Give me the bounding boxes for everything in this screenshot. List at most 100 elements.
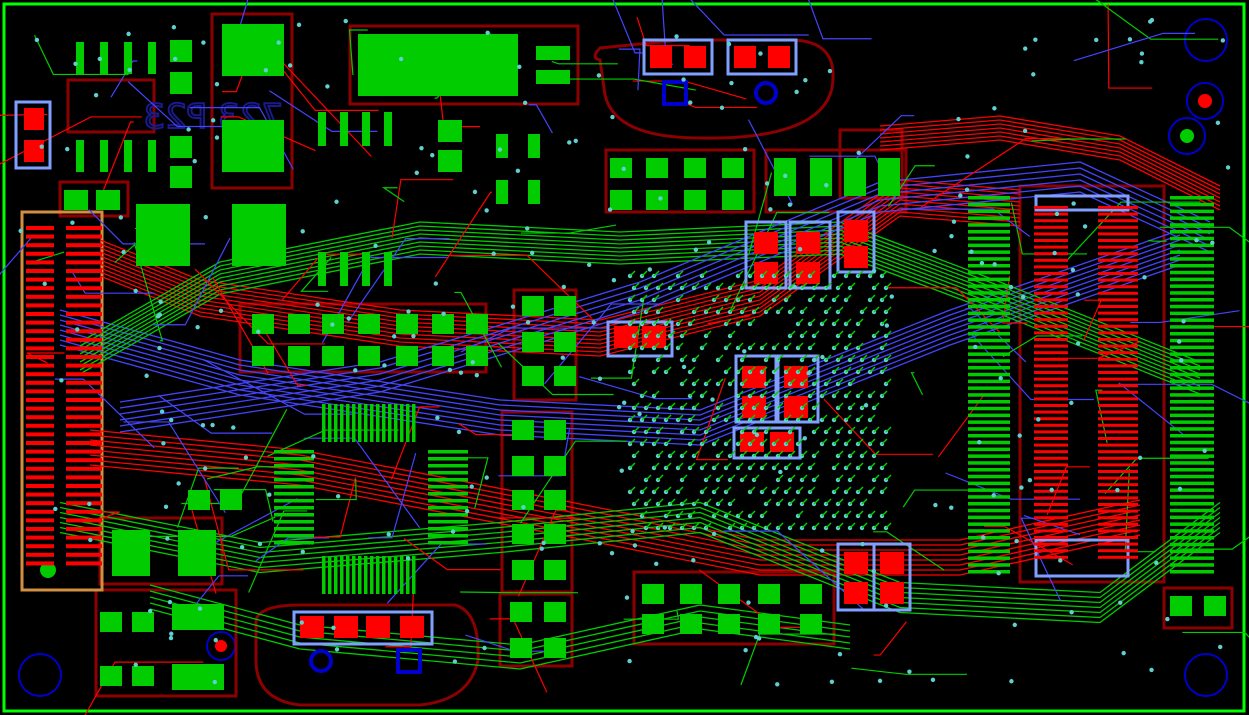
pad — [328, 556, 332, 594]
pad — [100, 140, 108, 172]
pad — [274, 506, 314, 510]
via-stub — [857, 414, 864, 421]
trace — [879, 139, 1221, 211]
via — [596, 73, 602, 78]
pad — [968, 515, 1010, 520]
trace — [497, 342, 614, 396]
pad — [328, 404, 332, 442]
via — [560, 355, 565, 360]
trace — [902, 489, 971, 508]
pad — [1034, 291, 1068, 295]
pad — [968, 366, 1010, 370]
via — [133, 288, 138, 293]
via-stub — [857, 390, 864, 397]
pad — [26, 320, 54, 325]
via-stub — [705, 522, 712, 529]
via-stub — [669, 330, 676, 337]
via — [414, 170, 419, 175]
via-stub — [717, 378, 724, 385]
via — [827, 68, 833, 74]
via-stub — [761, 438, 768, 445]
pad — [66, 243, 102, 248]
pad — [340, 252, 348, 286]
pad — [1098, 483, 1138, 487]
pad — [26, 312, 54, 316]
via-stub — [809, 318, 816, 325]
trace — [26, 352, 65, 364]
via-stub — [873, 474, 880, 481]
pad — [1170, 447, 1214, 452]
pad — [1034, 443, 1068, 447]
trace — [888, 287, 1001, 334]
via-stub — [657, 306, 664, 313]
via — [411, 333, 416, 339]
via — [621, 166, 626, 172]
via-stub — [849, 378, 856, 385]
via-stub — [741, 450, 748, 457]
pad — [1170, 379, 1214, 384]
pad — [382, 556, 386, 594]
pad — [1170, 318, 1214, 322]
trace — [346, 238, 450, 323]
pad — [396, 314, 418, 334]
pad — [968, 196, 1010, 200]
via-stub — [717, 282, 724, 289]
via-stub — [833, 414, 840, 421]
via-stub — [657, 426, 664, 433]
via-stub — [885, 522, 892, 529]
via — [611, 278, 617, 283]
pad — [26, 329, 54, 334]
via-stub — [725, 486, 732, 493]
pad — [1098, 219, 1138, 223]
via-stub — [773, 294, 780, 301]
trace — [185, 575, 248, 618]
via-stub — [665, 318, 672, 325]
via — [746, 600, 751, 605]
pad — [968, 372, 1010, 377]
via-stub — [653, 294, 660, 301]
via — [203, 215, 208, 220]
pad — [1098, 430, 1138, 434]
via-stub — [873, 354, 880, 361]
via-stub — [833, 438, 840, 445]
pad — [1098, 258, 1138, 262]
pad — [26, 484, 54, 488]
pad — [1170, 427, 1214, 431]
pad — [642, 584, 664, 604]
pad — [428, 492, 468, 496]
via — [212, 679, 218, 685]
via-stub — [845, 342, 852, 349]
via-stub — [861, 522, 868, 529]
via-stub — [741, 426, 748, 433]
via-stub — [693, 426, 700, 433]
pad — [968, 209, 1010, 214]
pad — [1034, 456, 1068, 460]
via-stub — [641, 294, 648, 301]
via — [1017, 433, 1022, 438]
pad — [968, 250, 1010, 254]
via-stub — [681, 378, 688, 385]
via — [1142, 275, 1147, 280]
trace — [133, 242, 164, 342]
via — [515, 168, 521, 174]
via-stub — [845, 486, 852, 493]
pad — [100, 666, 122, 686]
pad — [26, 535, 54, 540]
pad — [1034, 529, 1068, 533]
via-stub — [693, 378, 700, 385]
via-stub — [845, 390, 852, 397]
trace — [618, 48, 641, 91]
via-stub — [665, 462, 672, 469]
pad — [1170, 345, 1214, 350]
pad — [428, 450, 468, 454]
via-stub — [809, 390, 816, 397]
via-stub — [641, 438, 648, 445]
via-stub — [629, 438, 636, 445]
via — [956, 116, 961, 122]
trace — [900, 208, 1031, 238]
pad — [1034, 252, 1068, 256]
pad — [66, 226, 102, 230]
pad — [1034, 555, 1068, 559]
pad — [1034, 311, 1068, 315]
pad — [358, 556, 362, 594]
